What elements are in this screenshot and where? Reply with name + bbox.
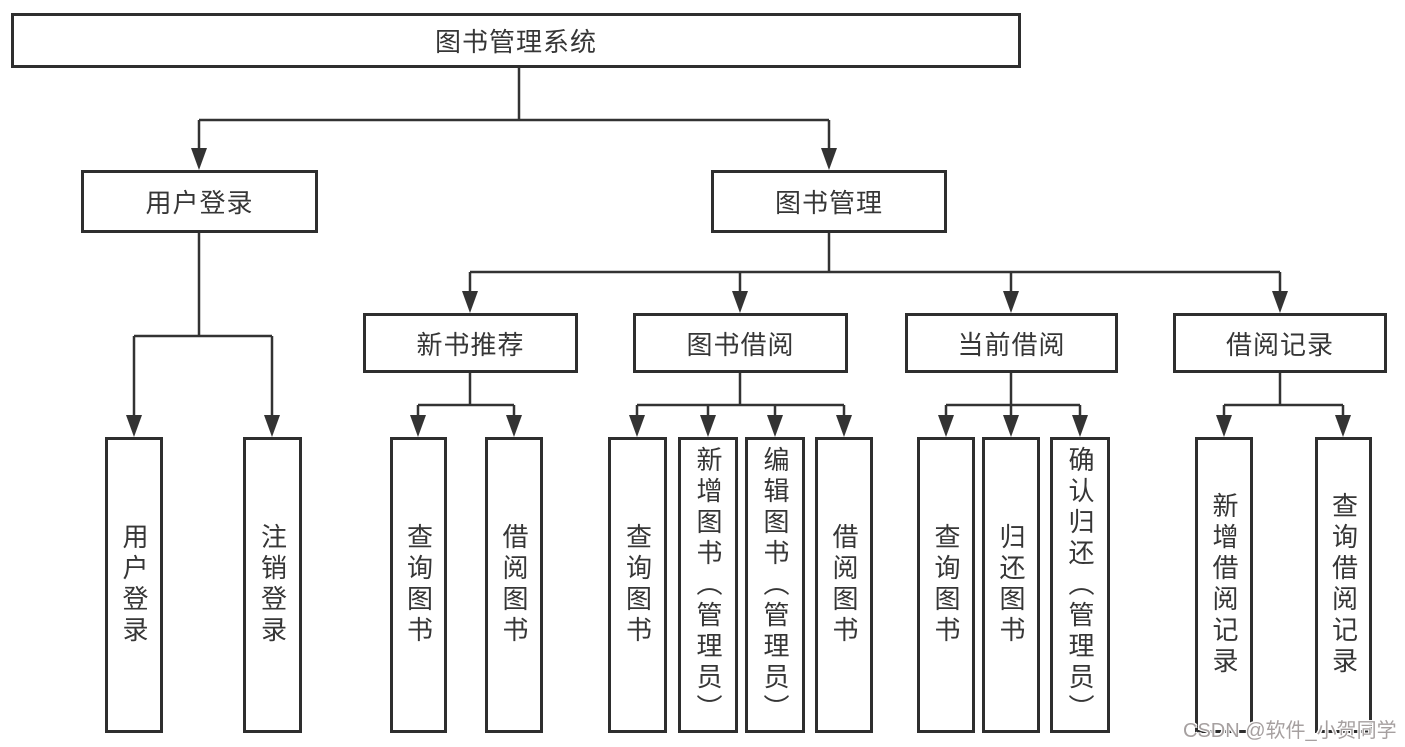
leaf-borrow-books-recommend-label: 借阅图书 [499,523,529,647]
leaf-borrow-books: 借阅图书 [815,437,873,733]
leaf-add-borrow-record-label: 新增借阅记录 [1209,492,1239,678]
node-user-login-label: 用户登录 [145,188,254,218]
leaf-edit-books-admin-label: 编辑图书（管理员） [760,445,790,725]
node-book-borrowing-label: 图书借阅 [686,329,795,360]
leaf-query-books-borrow: 查询图书 [608,437,667,733]
leaf-add-borrow-record: 新增借阅记录 [1195,437,1253,733]
node-book-management-label: 图书管理 [774,188,883,218]
leaf-confirm-return-admin-label: 确认归还（管理员） [1065,445,1095,725]
arrowheads [126,148,1351,437]
leaf-query-books-recommend-label: 查询图书 [403,523,434,647]
node-user-login: 用户登录 [81,170,318,233]
leaf-edit-books-admin: 编辑图书（管理员） [745,437,805,733]
node-book-management: 图书管理 [711,170,947,233]
leaf-return-books-label: 归还图书 [996,523,1026,647]
csdn-watermark: CSDN @软件_小贺同学 [1183,720,1397,742]
node-current-borrowing-label: 当前借阅 [957,329,1066,360]
node-borrowing-records: 借阅记录 [1173,313,1387,373]
leaf-query-borrow-record-label: 查询借阅记录 [1328,492,1359,678]
leaf-query-books-current-label: 查询图书 [931,523,961,647]
leaf-borrow-books-label: 借阅图书 [829,523,859,647]
node-borrowing-records-label: 借阅记录 [1225,329,1334,360]
leaf-query-borrow-record: 查询借阅记录 [1315,437,1372,733]
leaf-logout: 注销登录 [243,437,302,733]
node-new-book-recommend: 新书推荐 [363,313,578,373]
leaf-confirm-return-admin: 确认归还（管理员） [1050,437,1110,733]
leaf-query-books-borrow-label: 查询图书 [622,523,653,647]
node-library-system: 图书管理系统 [11,13,1021,68]
node-book-borrowing: 图书借阅 [633,313,848,373]
node-current-borrowing: 当前借阅 [905,313,1118,373]
leaf-query-books-current: 查询图书 [917,437,975,733]
leaf-user-login: 用户登录 [105,437,163,733]
leaf-borrow-books-recommend: 借阅图书 [485,437,543,733]
leaf-add-books-admin-label: 新增图书（管理员） [693,445,723,725]
leaf-query-books-recommend: 查询图书 [390,437,447,733]
node-library-system-label: 图书管理系统 [434,27,597,57]
leaf-logout-label: 注销登录 [257,523,288,647]
leaf-add-books-admin: 新增图书（管理员） [678,437,738,733]
leaf-return-books: 归还图书 [982,437,1040,733]
leaf-user-login-label: 用户登录 [119,523,149,647]
node-new-book-recommend-label: 新书推荐 [416,329,525,360]
